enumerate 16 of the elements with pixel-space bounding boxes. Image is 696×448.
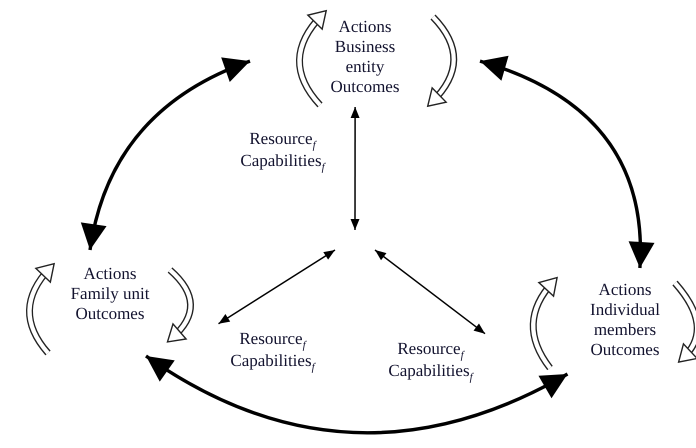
- double-headed-arrow: [479, 56, 654, 268]
- double-headed-arrow: [82, 58, 251, 250]
- node-text: Individual members: [589, 300, 661, 340]
- node-text: Actions: [598, 280, 652, 300]
- double-headed-arrow: [350, 107, 360, 230]
- node-text: Actions: [84, 264, 136, 284]
- node-text: Outcomes: [330, 77, 400, 97]
- double-headed-arrow: [218, 249, 336, 324]
- resource-label: Resource$_{f}$ Capabilities$_{f}$: [239, 128, 327, 172]
- double-headed-arrow: [374, 249, 486, 334]
- node-text: Outcomes: [590, 340, 660, 360]
- node-text: Actions: [338, 17, 392, 37]
- node-text: Outcomes: [76, 304, 144, 324]
- double-headed-arrow: [145, 354, 568, 434]
- node-text: Business entity: [334, 37, 396, 77]
- node-text: Family unit: [70, 284, 150, 304]
